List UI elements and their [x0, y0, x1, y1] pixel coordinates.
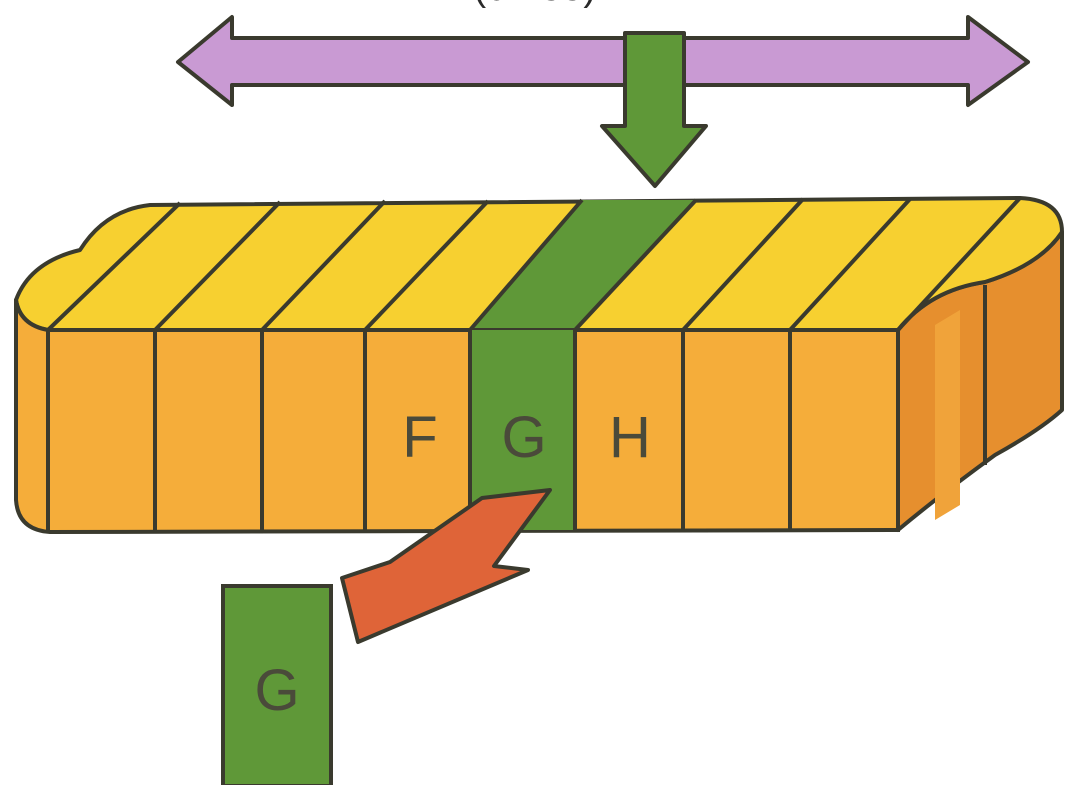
segment-label-h: H: [609, 405, 651, 470]
top-stripes: [46, 196, 1022, 332]
green-down-arrow: [600, 31, 708, 188]
green-segment-top: [470, 200, 696, 330]
front-dividers: [46, 330, 900, 532]
removed-segment-label: G: [254, 658, 299, 723]
block-front-face: [14, 298, 900, 534]
red-removal-arrow: [340, 488, 552, 644]
removed-segment: [221, 584, 333, 785]
purple-double-arrow: [176, 15, 1030, 107]
cut-off-caption: (0-255).: [470, 0, 610, 10]
block-side-highlight: [935, 310, 960, 520]
segment-label-g: G: [501, 405, 546, 470]
segment-label-f: F: [402, 405, 437, 470]
